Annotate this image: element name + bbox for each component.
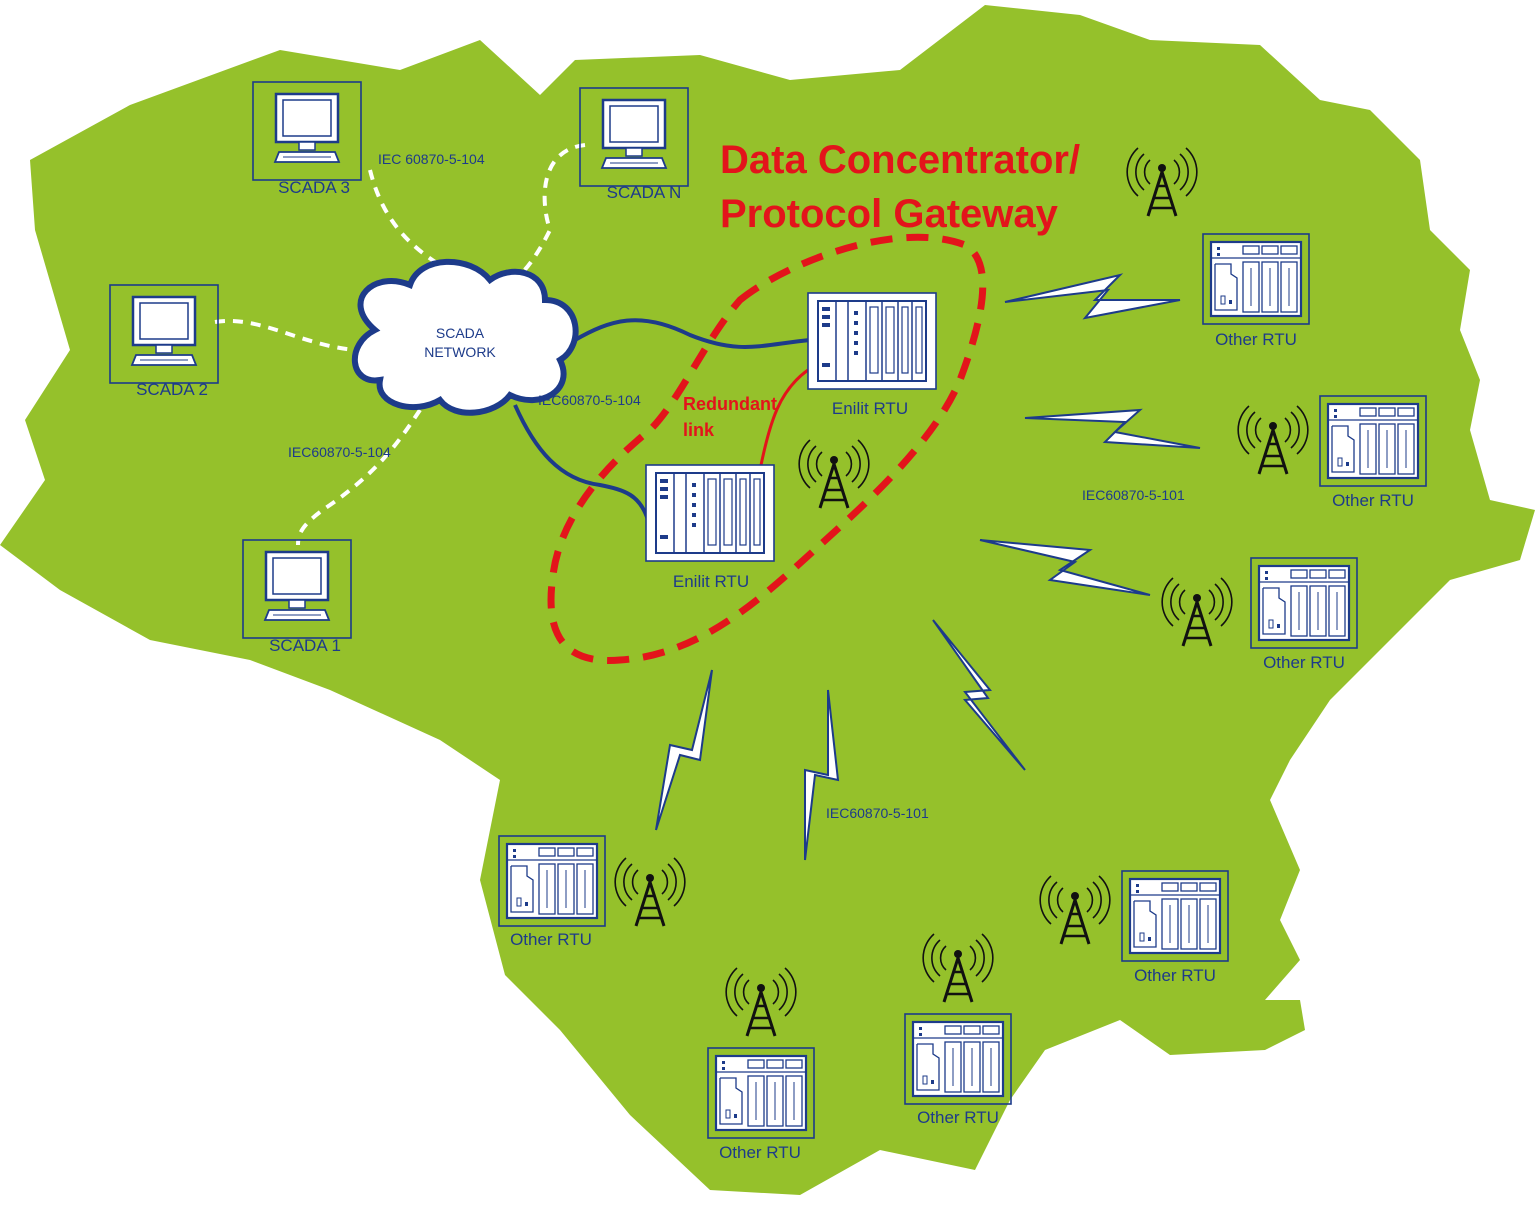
title-line1: Data Concentrator/	[720, 138, 1080, 182]
link-scada3	[368, 169, 442, 267]
link-scadan	[518, 143, 586, 277]
enilit-rtu-top-label: Enilit RTU	[832, 399, 908, 418]
link-cloud-to-enilit-top	[574, 318, 811, 349]
scada-3-label: SCADA 3	[278, 178, 350, 197]
scada-n-label: SCADA N	[607, 183, 682, 202]
lightning-bolt-icon	[932, 619, 1026, 771]
lightning-bolt-icon	[655, 669, 713, 831]
cloud-label-line2: NETWORK	[424, 344, 496, 360]
lightning-bolt-icon	[979, 539, 1151, 596]
protocol-label-scada3: IEC 60870-5-104	[378, 151, 485, 167]
other-rtu-r3-label: Other RTU	[1263, 653, 1345, 672]
other-rtu-r1-label: Other RTU	[1215, 330, 1297, 349]
title-line2: Protocol Gateway	[720, 192, 1059, 236]
lightning-bolts	[655, 273, 1201, 861]
other-rtu-b3	[903, 1012, 1013, 1106]
gateway-boundary	[547, 233, 987, 664]
scada-2-label: SCADA 2	[136, 380, 208, 399]
lightning-bolt-icon	[1024, 408, 1201, 449]
redundant-link-label-line2: link	[683, 420, 715, 440]
other-rtu-b1	[497, 834, 607, 928]
protocol-label-101-bottom: IEC60870-5-101	[826, 805, 929, 821]
link-cloud-to-enilit-bottom	[513, 404, 650, 521]
protocol-label-enilit: IEC60870-5-104	[538, 392, 641, 408]
enilit-rtu-bottom	[645, 464, 775, 562]
redundant-link-line	[758, 368, 809, 471]
protocol-label-101-right: IEC60870-5-101	[1082, 487, 1185, 503]
other-rtu-b1-label: Other RTU	[510, 930, 592, 949]
other-rtu-r3	[1249, 556, 1359, 650]
other-rtu-b3-label: Other RTU	[917, 1108, 999, 1127]
link-scada1	[296, 408, 422, 546]
cloud-label-line1: SCADA	[436, 325, 485, 341]
other-rtu-r2	[1318, 394, 1428, 488]
other-rtu-b2	[706, 1046, 816, 1140]
scada-network-cloud	[351, 258, 579, 416]
other-rtu-b4-label: Other RTU	[1134, 966, 1216, 985]
other-rtu-b4	[1120, 869, 1230, 963]
redundant-link-label-line1: Redundant	[683, 394, 777, 414]
other-rtu-r2-label: Other RTU	[1332, 491, 1414, 510]
other-rtu-b2-label: Other RTU	[719, 1143, 801, 1162]
protocol-label-scada1: IEC60870-5-104	[288, 444, 391, 460]
enilit-rtu-bottom-label: Enilit RTU	[673, 572, 749, 591]
scada-1-label: SCADA 1	[269, 636, 341, 655]
other-rtu-r1	[1201, 232, 1311, 326]
lightning-bolt-icon	[804, 689, 840, 861]
lightning-bolt-icon	[1004, 273, 1181, 320]
enilit-rtu-top	[807, 292, 937, 390]
